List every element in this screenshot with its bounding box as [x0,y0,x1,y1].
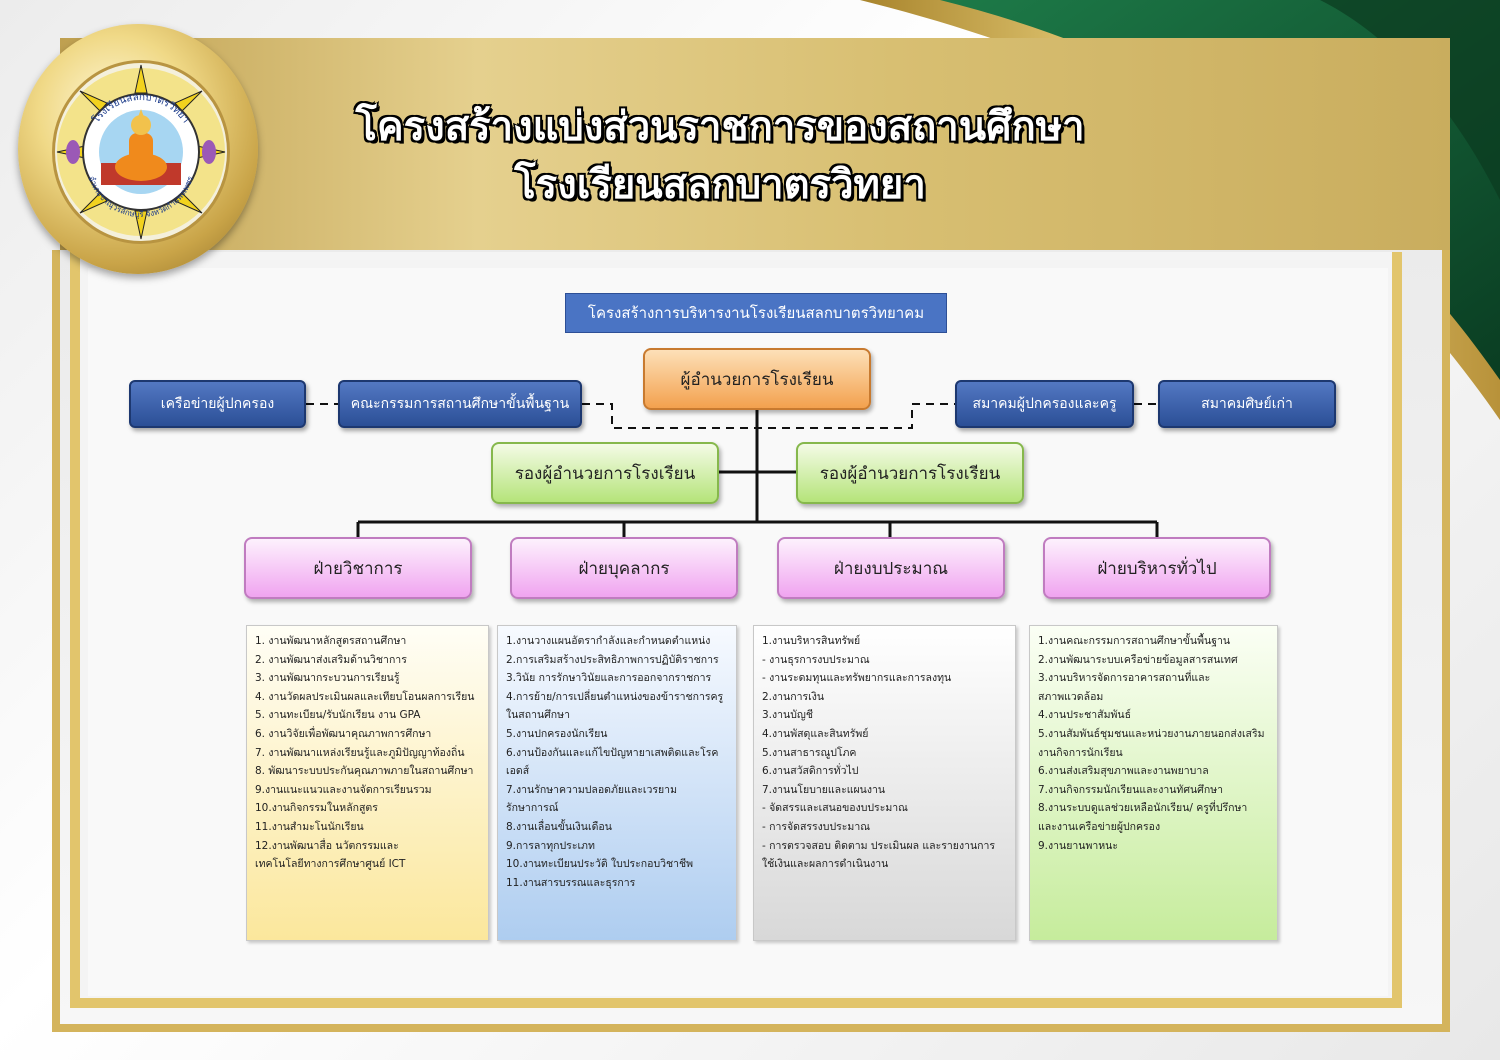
task-item: 11.งานสารบรรณและธุรการ [506,876,636,889]
task-item: 6.งานส่งเสริมสุขภาพและงานพยาบาล [1038,765,1209,778]
task-item: 4.การย้าย/การเปลี่ยนตำแหน่งของข้าราชการค… [506,690,724,703]
task-item: 8. พัฒนาระบบประกันคุณภาพภายในสถานศึกษา [255,765,474,778]
task-item: 9.งานยานพาหนะ [1038,839,1119,852]
task-item: 7.งานรักษาความปลอดภัยและเวรยาม [506,783,678,796]
budget-task-list: 1.งานบริหารสินทรัพย์ - งานธุรการงบประมาณ -… [753,625,1016,941]
academic-department-box: ฝ่ายวิชาการ [244,537,472,599]
task-item: 1.งานวางแผนอัตรากำลังและกำหนดตำแหน่ง [506,635,711,647]
task-item: และงานเครือข่ายผู้ปกครอง [1038,820,1161,833]
task-item: 5.งานสัมพันธ์ชุมชนและหน่วยงานภายนอกส่งเส… [1038,727,1265,740]
personnel-department-box: ฝ่ายบุคลากร [510,537,738,599]
task-item: เทคโนโลยีทางการศึกษาศูนย์ ICT [255,858,406,871]
task-item: 5.งานปกครองนักเรียน [506,727,608,740]
task-item: 12.งานพัฒนาสื่อ นวัตกรรมและ [255,839,399,852]
task-item: 9.งานแนะแนวและงานจัดการเรียนรวม [255,783,432,796]
task-item: รักษาการณ์ [506,802,559,815]
task-item: - จัดสรรและเสนอของบประมาณ [762,802,908,815]
school-board-box: คณะกรรมการสถานศึกษาขั้นพื้นฐาน [338,380,582,428]
task-item: 2.การเสริมสร้างประสิทธิภาพการปฏิบัติราชก… [506,653,719,666]
task-item: 2.งานการเงิน [762,690,825,703]
header-gold-band [60,38,1450,250]
academic-task-list: 1. งานพัฒนาหลักสูตรสถานศึกษา 2. งานพัฒนาส… [246,625,489,941]
task-item: 4.งานประชาสัมพันธ์ [1038,709,1132,722]
task-item: 1. งานพัฒนาหลักสูตรสถานศึกษา [255,635,407,647]
task-item: 10.งานทะเบียนประวัติ ใบประกอบวิชาชีพ [506,858,694,871]
task-item: 7. งานพัฒนาแหล่งเรียนรู้และภูมิปัญญาท้อง… [255,746,465,759]
task-item: 2. งานพัฒนาส่งเสริมด้านวิชาการ [255,653,407,666]
logo-emblem-art: โรงเรียนสลกบาตรวิทยา อำเภอขาณุวรลักษบุรี… [56,64,226,240]
title-line-2: โรงเรียนสลกบาตรวิทยา [514,162,926,208]
task-item: 1.งานบริหารสินทรัพย์ [762,635,861,647]
task-item: - การจัดสรรงบประมาณ [762,820,870,833]
task-item: 9.การลาทุกประเภท [506,839,595,852]
diagram-header: โครงสร้างการบริหารงานโรงเรียนสลกบาตรวิทย… [565,293,947,333]
task-item: 3.งานบริหารจัดการอาคารสถานที่และ [1038,672,1211,685]
parent-teacher-association-box: สมาคมผู้ปกครองและครู [955,380,1134,428]
deputy-director-right-box: รองผู้อำนวยการโรงเรียน [796,442,1024,504]
task-item: 2.งานพัฒนาระบบเครือข่ายข้อมูลสารสนเทศ [1038,653,1238,666]
logo-emblem: โรงเรียนสลกบาตรวิทยา อำเภอขาณุวรลักษบุรี… [52,60,230,244]
task-item: สภาพแวดล้อม [1038,690,1104,703]
task-item: - การตรวจสอบ ติดตาม ประเมินผล และรายงานก… [762,839,996,852]
task-item: 3. งานพัฒนากระบวนการเรียนรู้ [255,672,400,685]
director-box: ผู้อำนวยการโรงเรียน [643,348,871,410]
task-item: 7.งานกิจกรรมนักเรียนและงานทัศนศึกษา [1038,783,1224,796]
task-item: 10.งานกิจกรรมในหลักสูตร [255,802,378,815]
budget-department-box: ฝ่ายงบประมาณ [777,537,1005,599]
title-line-1: โครงสร้างแบ่งส่วนราชการของสถานศึกษา [355,104,1085,150]
task-item: 6. งานวิจัยเพื่อพัฒนาคุณภาพการศึกษา [255,727,432,740]
task-item: 3.วินัย การรักษาวินัยและการออกจากราชการ [506,672,712,685]
task-item: งานกิจการนักเรียน [1038,746,1123,759]
alumni-association-box: สมาคมศิษย์เก่า [1158,380,1336,428]
task-item: 1.งานคณะกรรมการสถานศึกษาขั้นพื้นฐาน [1038,635,1231,647]
task-item: 5. งานทะเบียน/รับนักเรียน งาน GPA [255,709,421,722]
task-item: 4. งานวัดผลประเมินผลและเทียบโอนผลการเรีย… [255,690,475,703]
task-item: - งานธุรการงบประมาณ [762,653,870,666]
personnel-task-list: 1.งานวางแผนอัตรากำลังและกำหนดตำแหน่ง 2.กา… [497,625,737,941]
parent-network-box: เครือข่ายผู้ปกครอง [129,380,306,428]
task-item: เอดส์ [506,765,530,778]
task-item: 6.งานสวัสดิการทั่วไป [762,765,859,778]
task-item: 3.งานบัญชี [762,709,813,722]
task-item: 7.งานนโยบายและแผนงาน [762,783,886,796]
page-title: โครงสร้างแบ่งส่วนราชการของสถานศึกษา โรงเ… [300,98,1140,214]
task-item: 4.งานพัสดุและสินทรัพย์ [762,727,869,740]
general-admin-task-list: 1.งานคณะกรรมการสถานศึกษาขั้นพื้นฐาน 2.งาน… [1029,625,1278,941]
task-item: 11.งานสำมะโนนักเรียน [255,820,364,833]
deputy-director-left-box: รองผู้อำนวยการโรงเรียน [491,442,719,504]
task-item: 8.งานระบบดูแลช่วยเหลือนักเรียน/ ครูที่ปร… [1038,802,1248,815]
task-item: 8.งานเลื่อนขั้นเงินเดือน [506,820,612,833]
task-item: 5.งานสาธารณูปโภค [762,746,857,759]
task-item: 6.งานป้องกันและแก้ไขปัญหายาเสพติดและโรค [506,746,719,759]
task-item: - งานระดมทุนและทรัพยากรและการลงทุน [762,672,952,685]
task-item: ใช้เงินและผลการดำเนินงาน [762,858,889,871]
general-admin-department-box: ฝ่ายบริหารทั่วไป [1043,537,1271,599]
task-item: ในสถานศึกษา [506,709,570,722]
school-logo: โรงเรียนสลกบาตรวิทยา อำเภอขาณุวรลักษบุรี… [18,24,258,274]
